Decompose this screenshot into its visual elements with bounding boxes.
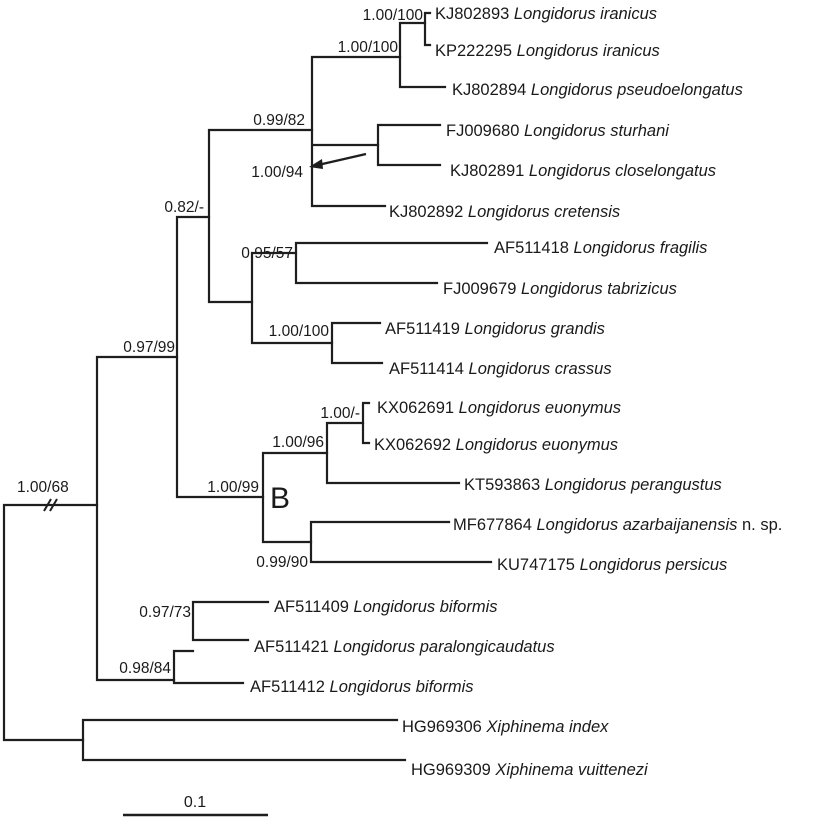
branch-break-mark	[43, 498, 58, 512]
tip-label: KJ802891 Longidorus closelongatus	[450, 162, 716, 180]
branch-grandis-crassus	[330, 321, 384, 365]
branch-upper-ingroup	[207, 128, 314, 304]
tree-branches	[2, 11, 493, 817]
support-value: 1.00/68	[17, 479, 69, 496]
branch-longidorus-main	[175, 215, 265, 499]
branch-azarbaijanensis-persicus	[309, 520, 493, 564]
tip-label: KP222295 Longidorus iranicus	[435, 42, 660, 60]
scale-bar-label: 0.1	[184, 794, 206, 811]
support-value: 0.99/90	[256, 554, 308, 571]
tip-label: KJ802894 Longidorus pseudoelongatus	[452, 81, 743, 99]
branch-fragilis-grandis	[250, 251, 334, 345]
support-value: 0.82/-	[164, 199, 204, 216]
branch-ingroup-root	[95, 355, 179, 682]
tip-label: AF511419 Longidorus grandis	[385, 320, 605, 338]
tip-label: KX062691 Longidorus euonymus	[377, 399, 621, 417]
branch-euonymus-pair	[361, 401, 371, 445]
support-value: 0.98/84	[119, 660, 171, 677]
tip-label: AF511414 Longidorus crassus	[389, 360, 612, 378]
tip-label: KJ802892 Longidorus cretensis	[389, 203, 620, 221]
tip-label: AF511409 Longidorus biformis	[274, 598, 498, 616]
support-value: 1.00/96	[272, 434, 324, 451]
support-value: 1.00/99	[207, 479, 259, 496]
branch-fragilis-tabrizicus	[294, 241, 489, 285]
branch-euonymus-perangustus	[325, 421, 461, 485]
support-value: 1.00/-	[320, 405, 360, 422]
support-value: 0.97/73	[139, 604, 191, 621]
branch-outgroup	[81, 718, 407, 762]
tip-label: HG969306 Xiphinema index	[402, 718, 609, 736]
branch-iranicus-pair	[423, 11, 432, 47]
support-value: 1.00/100	[338, 39, 399, 56]
branch-iranicus-pseudo	[398, 21, 447, 89]
branch-biformis-paralongicaudatus	[191, 600, 270, 642]
tip-label: HG969309 Xiphinema vuittenezi	[411, 761, 649, 779]
clade-label-b: B	[270, 482, 290, 515]
tip-label: KX062692 Longidorus euonymus	[374, 436, 618, 454]
arrow-head	[309, 159, 323, 169]
tip-label: KJ802893 Longidorus iranicus	[435, 5, 657, 23]
tip-label: KT593863 Longidorus perangustus	[464, 476, 722, 494]
tip-label: AF511412 Longidorus biformis	[250, 678, 474, 696]
tip-label: AF511418 Longidorus fragilis	[494, 239, 707, 257]
support-value: 0.99/82	[253, 112, 305, 129]
tip-labels: KJ802893 Longidorus iranicus KP222295 Lo…	[250, 5, 782, 779]
support-value: 1.00/100	[363, 7, 424, 24]
support-value: 1.00/94	[251, 164, 303, 181]
arrow-indicator	[317, 152, 367, 167]
support-value: 1.00/100	[269, 323, 330, 340]
support-value: 0.95/57	[241, 245, 293, 262]
tip-label: KU747175 Longidorus persicus	[497, 556, 727, 574]
branch-clade-b	[261, 451, 329, 544]
support-values: 1.00/100 1.00/100 0.99/82 1.00/94 0.82/-…	[17, 7, 423, 677]
branch-sturhani-closelongatus	[376, 123, 442, 167]
support-value: 0.97/99	[123, 339, 175, 356]
tip-label: AF511421 Longidorus paralongicaudatus	[254, 638, 555, 656]
tip-label: FJ009680 Longidorus sturhani	[446, 122, 670, 140]
tip-label: MF677864 Longidorus azarbaijanensis n. s…	[453, 516, 782, 534]
branch-elongatus-group	[310, 55, 402, 208]
branch-biformis-group	[172, 649, 245, 685]
tip-label: FJ009679 Longidorus tabrizicus	[443, 280, 677, 298]
branch-root	[2, 503, 99, 742]
